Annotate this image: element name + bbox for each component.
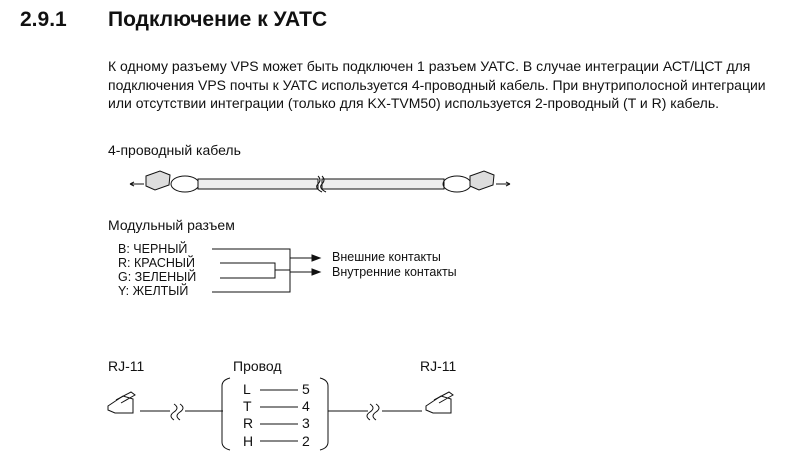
pin-r: R bbox=[243, 415, 254, 431]
section-number: 2.9.1 bbox=[20, 8, 67, 31]
inner-contacts: Внутренние контакты bbox=[332, 265, 457, 279]
body-paragraph: К одному разъему VPS может быть подключе… bbox=[108, 58, 766, 111]
section-title: Подключение к УАТС bbox=[108, 8, 328, 31]
rj11-connection bbox=[107, 377, 454, 451]
wire-g: G: ЗЕЛЕНЫЙ bbox=[118, 270, 197, 284]
pin-h: H bbox=[243, 433, 254, 449]
pin-num-4: 4 bbox=[302, 398, 310, 414]
rj11-right-label: RJ-11 bbox=[420, 358, 457, 374]
pin-l: L bbox=[243, 381, 251, 397]
wire-b: B: ЧЕРНЫЙ bbox=[118, 242, 188, 256]
pin-num-2: 2 bbox=[302, 433, 310, 449]
wire-r: R: КРАСНЫЙ bbox=[118, 256, 195, 270]
rj11-left-label: RJ-11 bbox=[108, 358, 145, 374]
modular-wire-lines bbox=[212, 248, 322, 293]
pin-t: T bbox=[243, 398, 252, 414]
wire-caption: Провод bbox=[233, 358, 282, 374]
cable-caption: 4-проводный кабель bbox=[108, 142, 241, 158]
pin-num-5: 5 bbox=[302, 381, 310, 397]
pin-num-3: 3 bbox=[302, 415, 310, 431]
wire-y: Y: ЖЕЛТЫЙ bbox=[118, 284, 189, 298]
outer-contacts: Внешние контакты bbox=[332, 250, 441, 264]
four-wire-cable-illustration bbox=[129, 170, 511, 193]
modular-caption: Модульный разъем bbox=[108, 217, 235, 233]
